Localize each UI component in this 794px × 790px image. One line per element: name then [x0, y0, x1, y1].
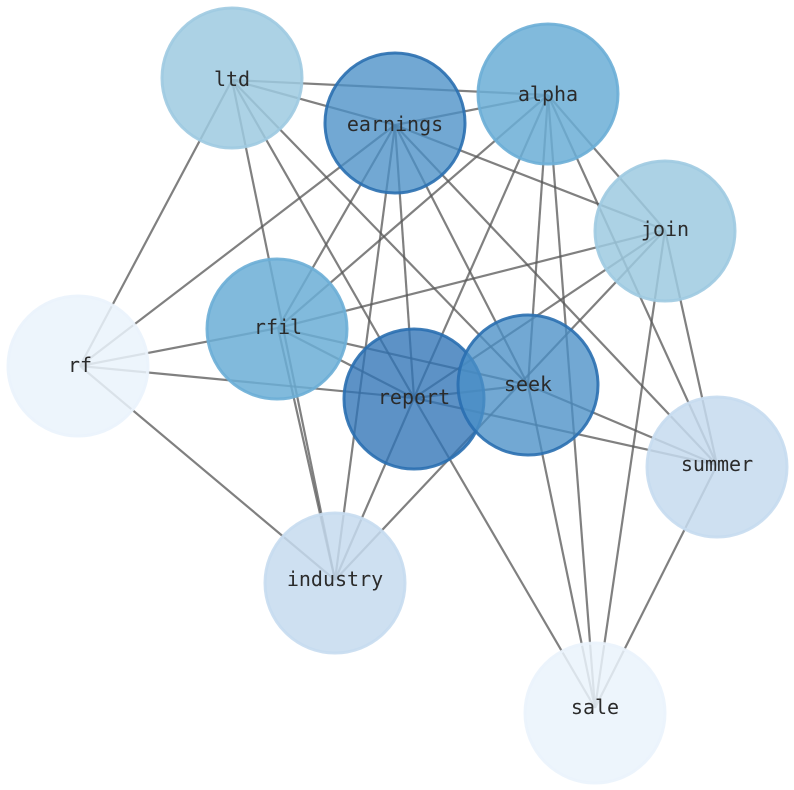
node-label: join: [641, 217, 689, 241]
node-circle: [205, 257, 349, 401]
node-alpha[interactable]: alpha: [476, 22, 620, 166]
node-circle: [476, 22, 620, 166]
node-label: rfil: [254, 315, 302, 339]
edge-join-sale: [593, 229, 667, 709]
node-label: summer: [681, 452, 753, 476]
node-join[interactable]: join: [593, 159, 737, 303]
node-seek[interactable]: seek: [456, 313, 600, 457]
node-circle: [263, 511, 407, 655]
node-label: ltd: [214, 67, 250, 91]
node-label: rf: [68, 353, 92, 377]
node-circle: [323, 51, 467, 195]
node-rf[interactable]: rf: [6, 294, 150, 438]
node-ltd[interactable]: ltd: [160, 6, 304, 150]
node-earnings[interactable]: earnings: [323, 51, 467, 195]
node-label: industry: [287, 567, 383, 591]
node-circle: [593, 159, 737, 303]
node-circle: [523, 641, 667, 785]
node-summer[interactable]: summer: [645, 395, 789, 539]
node-label: report: [378, 385, 450, 409]
node-circle: [456, 313, 600, 457]
node-industry[interactable]: industry: [263, 511, 407, 655]
node-circle: [645, 395, 789, 539]
node-circle: [160, 6, 304, 150]
node-circle: [6, 294, 150, 438]
node-label: alpha: [518, 82, 578, 106]
node-label: earnings: [347, 112, 443, 136]
node-report[interactable]: report: [342, 327, 486, 471]
node-label: seek: [504, 372, 552, 396]
node-label: sale: [571, 695, 619, 719]
nodes-layer: ltd earnings alpha join rfil rf report seek summ…: [6, 6, 789, 785]
node-sale[interactable]: sale: [523, 641, 667, 785]
node-rfil[interactable]: rfil: [205, 257, 349, 401]
